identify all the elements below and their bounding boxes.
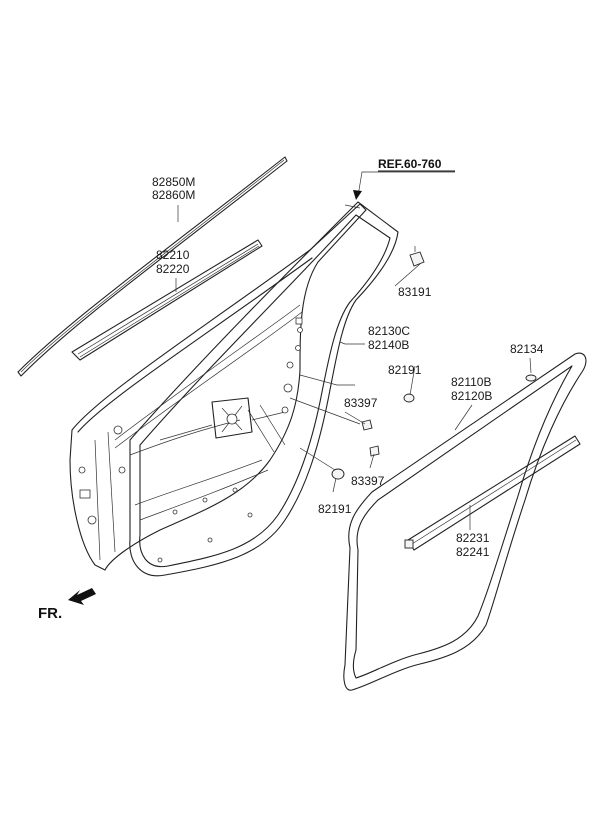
label-82191-upper: 82191 xyxy=(388,363,422,377)
reference-label: REF.60-760 xyxy=(378,157,442,171)
label-82191-lower: 82191 xyxy=(318,502,352,516)
label-82210: 82210 xyxy=(156,248,190,262)
label-82134: 82134 xyxy=(510,342,544,356)
label-82140b: 82140B xyxy=(368,338,409,352)
label-82231: 82231 xyxy=(456,531,490,545)
hole-cover-b-part xyxy=(369,445,380,457)
label-83191: 83191 xyxy=(398,285,432,299)
label-82241: 82241 xyxy=(456,545,490,559)
ref-arrow-head xyxy=(353,190,362,200)
door-inner-panel xyxy=(69,203,367,571)
arrow-down-left-icon xyxy=(68,588,96,605)
direction-label: FR. xyxy=(38,605,62,622)
label-82850m: 82850M xyxy=(152,175,195,189)
label-82860m: 82860M xyxy=(152,188,195,202)
label-82130c: 82130C xyxy=(368,324,410,338)
belt-weatherstrip-part xyxy=(71,239,263,361)
leader-lines xyxy=(175,171,532,530)
clip-small-part xyxy=(525,374,537,382)
plug-lower-part xyxy=(331,468,345,480)
door-frame-weatherstrip-part xyxy=(129,201,399,577)
lower-weatherstrip-part xyxy=(404,435,581,551)
label-82120b: 82120B xyxy=(451,389,492,403)
label-83397-upper: 83397 xyxy=(344,396,378,410)
belt-molding-outer-part xyxy=(17,156,288,377)
hole-cover-a-part xyxy=(361,419,373,431)
clip-upper-part xyxy=(409,246,425,267)
label-82110b: 82110B xyxy=(451,375,491,389)
label-83397-lower: 83397 xyxy=(351,474,385,488)
plug-upper-part xyxy=(403,393,415,403)
label-82220: 82220 xyxy=(156,262,190,276)
door-side-weatherstrip-part xyxy=(343,352,587,691)
